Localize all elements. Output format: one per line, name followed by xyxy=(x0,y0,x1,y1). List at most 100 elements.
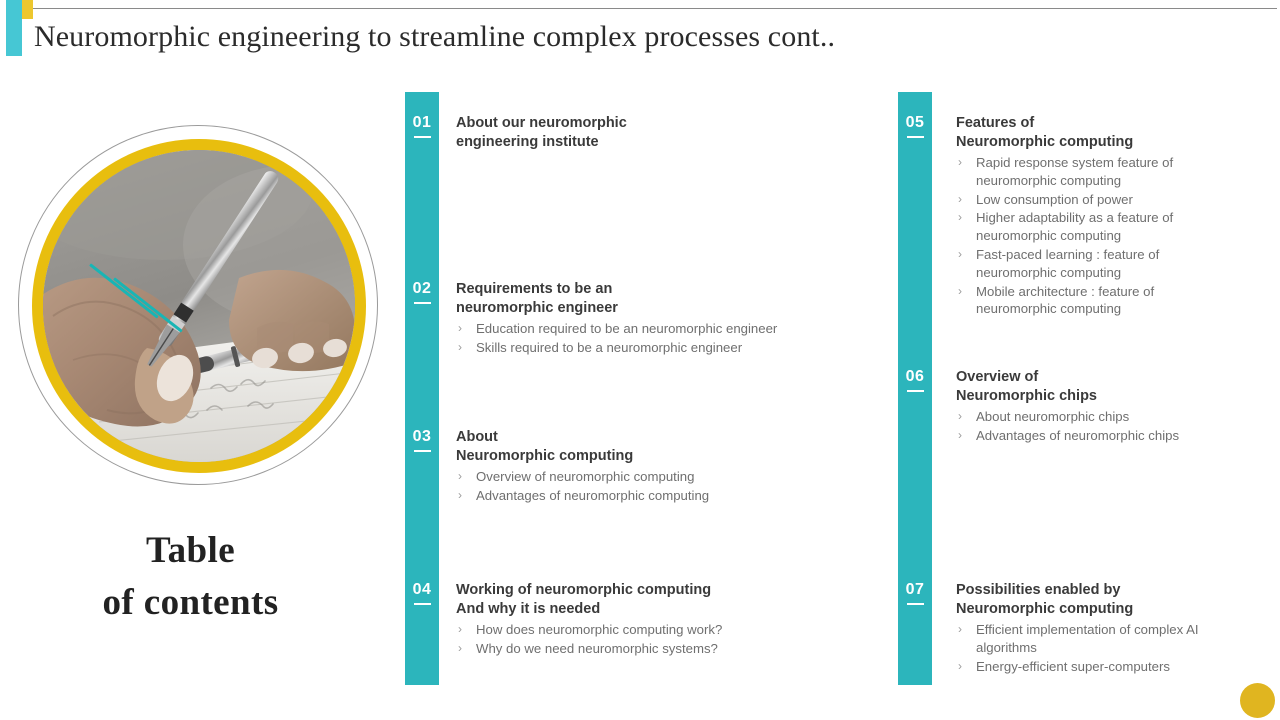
toc-entry-body: Overview of Neuromorphic chips ›About neur… xyxy=(956,368,1238,446)
toc-entry-bullet-list: › Efficient implementation of complex AI … xyxy=(956,621,1238,675)
chevron-right-icon: › xyxy=(958,283,962,298)
toc-entry-title-line: Possibilities enabled by xyxy=(956,582,1121,598)
list-item-label: Efficient implementation of complex AI a… xyxy=(976,622,1199,655)
toc-entry-bullet-list: ›About neuromorphic chips› Advantages of … xyxy=(956,408,1238,445)
toc-entry-body: Requirements to be an neuromorphic engine… xyxy=(456,280,844,358)
photo-writing-hand xyxy=(43,150,355,462)
list-item[interactable]: ›Rapid response system feature of neurom… xyxy=(956,154,1238,190)
header-teal-accent-bar xyxy=(6,0,22,56)
toc-entry-number: 03 xyxy=(405,428,439,452)
chevron-right-icon: › xyxy=(958,210,962,225)
list-item-label: Why do we need neuromorphic systems? xyxy=(476,640,718,656)
toc-entry-title-line: Neuromorphic computing xyxy=(956,601,1134,617)
toc-entry-number-underline xyxy=(413,603,431,605)
toc-entry-title-line: Neuromorphic computing xyxy=(456,448,634,464)
list-item[interactable]: › Why do we need neuromorphic systems? xyxy=(456,640,844,658)
toc-entry-title: Features of Neuromorphic computing xyxy=(956,114,1238,152)
toc-entry-title-line: Features of xyxy=(956,115,1035,131)
header-gold-accent-bar xyxy=(22,0,33,19)
list-item[interactable]: › Higher adaptability as a feature of neu… xyxy=(956,209,1238,245)
gold-decorative-dot xyxy=(1240,683,1275,718)
list-item-label: How does neuromorphic computing work? xyxy=(476,622,723,637)
chevron-right-icon: › xyxy=(458,640,462,655)
toc-entry-title-line: About our neuromorphic xyxy=(456,115,627,131)
left-column-teal-rail xyxy=(405,92,439,685)
left-column: 01 About our neuromorphic engineering inst… xyxy=(405,92,845,685)
toc-heading-line-1: Table xyxy=(145,530,236,571)
toc-entry-number: 01 xyxy=(405,114,439,138)
toc-entry-title-line: Requirements to be an xyxy=(456,281,613,297)
page-title: Neuromorphic engineering to streamline c… xyxy=(34,20,836,53)
chevron-right-icon: › xyxy=(458,321,462,335)
list-item[interactable]: › Education required to be an neuromorphi… xyxy=(456,320,844,338)
list-item[interactable]: › Fast-paced learning : feature of neurom… xyxy=(956,246,1238,282)
toc-entry-number: 02 xyxy=(405,280,439,304)
list-item-label: Skills required to be a neuromorphic eng… xyxy=(476,339,743,355)
toc-entry-number-underline xyxy=(906,136,924,138)
toc-entry-number-underline xyxy=(906,603,924,605)
toc-entry-number: 04 xyxy=(405,581,439,605)
toc-entry-title-line: Working of neuromorphic computing xyxy=(456,582,712,598)
list-item-label: Rapid response system feature of neuromo… xyxy=(976,155,1174,188)
toc-entry-number-underline xyxy=(413,302,431,304)
toc-entry-title: Possibilities enabled by Neuromorphic com… xyxy=(956,581,1238,619)
list-item-label: Higher adaptability as a feature of neur… xyxy=(976,210,1174,244)
toc-entry-bullet-list: › Education required to be an neuromorphi… xyxy=(456,320,844,357)
toc-entry-bullet-list: › How does neuromorphic computing work? › W… xyxy=(456,621,844,658)
toc-entry-number: 07 xyxy=(898,581,932,605)
chevron-right-icon: › xyxy=(458,339,462,354)
toc-entry-number: 06 xyxy=(898,368,932,392)
chevron-right-icon: › xyxy=(958,191,962,206)
list-item[interactable]: › How does neuromorphic computing work? xyxy=(456,621,844,639)
toc-entry-title-line: Overview of xyxy=(956,369,1039,385)
list-item-label: Advantages of neuromorphic computing xyxy=(476,487,710,503)
list-item-label: Fast-paced learning : feature of neuromo… xyxy=(976,246,1160,280)
toc-heading-line-2: of contents xyxy=(102,582,279,623)
chevron-right-icon: › xyxy=(458,622,462,636)
outer-thin-ring xyxy=(18,125,378,485)
list-item[interactable]: › Skills required to be a neuromorphic en… xyxy=(456,339,844,357)
toc-entry-number-underline xyxy=(906,390,924,392)
toc-entry-title-line: And why it is needed xyxy=(456,601,601,617)
list-item-label: Mobile architecture : feature of neuromo… xyxy=(976,283,1155,317)
gold-ring xyxy=(32,139,366,473)
toc-entry-body: Possibilities enabled by Neuromorphic com… xyxy=(956,581,1238,676)
list-item[interactable]: › Advantages of neuromorphic computing xyxy=(456,487,844,505)
table-of-contents-heading: Table of contents xyxy=(18,525,363,629)
list-item[interactable]: › Efficient implementation of complex AI … xyxy=(956,621,1238,657)
circular-photo-frame xyxy=(18,125,380,487)
toc-entry-title-line: engineering institute xyxy=(456,134,599,150)
list-item-label: Low consumption of power xyxy=(976,191,1133,207)
chevron-right-icon: › xyxy=(958,246,962,261)
list-item-label: Energy-efficient super-computers xyxy=(976,658,1170,674)
list-item[interactable]: ›Overview of neuromorphic computing xyxy=(456,468,844,486)
right-column-teal-rail xyxy=(898,92,932,685)
list-item[interactable]: › Low consumption of power xyxy=(956,191,1238,209)
chevron-right-icon: › xyxy=(958,409,962,423)
toc-entry-number-underline xyxy=(413,136,431,138)
toc-entry-title: About our neuromorphic engineering instit… xyxy=(456,114,844,152)
list-item-label: Advantages of neuromorphic chips xyxy=(976,427,1180,443)
list-item[interactable]: ›About neuromorphic chips xyxy=(956,408,1238,426)
chevron-right-icon: › xyxy=(958,427,962,442)
toc-entry-title-line: neuromorphic engineer xyxy=(456,300,618,316)
toc-entry-title: Requirements to be an neuromorphic engine… xyxy=(456,280,844,318)
list-item-label: Overview of neuromorphic computing xyxy=(476,469,695,484)
toc-entry-title-line: Neuromorphic chips xyxy=(956,388,1097,404)
toc-entry-title-line: Neuromorphic computing xyxy=(956,134,1134,150)
chevron-right-icon: › xyxy=(958,622,962,636)
list-item[interactable]: ›Energy-efficient super-computers xyxy=(956,658,1238,676)
toc-entry-bullet-list: ›Overview of neuromorphic computing› Adva… xyxy=(456,468,844,505)
header-divider-rule xyxy=(33,8,1277,9)
list-item-label: Education required to be an neuromorphic… xyxy=(476,321,778,336)
list-item[interactable]: › Advantages of neuromorphic chips xyxy=(956,427,1238,445)
toc-entry-number-underline xyxy=(413,450,431,452)
list-item[interactable]: › Mobile architecture : feature of neurom… xyxy=(956,283,1238,319)
chevron-right-icon: › xyxy=(458,487,462,502)
